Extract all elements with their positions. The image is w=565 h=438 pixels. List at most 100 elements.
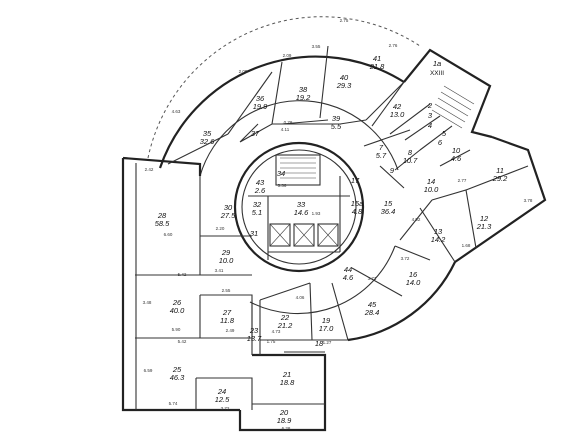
- room-area: 28.4: [364, 308, 380, 317]
- room-area: 10.0: [424, 185, 439, 194]
- room-number: 11: [496, 166, 504, 175]
- dimension-label: 1.27: [323, 340, 332, 345]
- room-number: 20: [279, 408, 289, 417]
- room-area: 4.8: [352, 207, 363, 216]
- outer-arc-wall: [158, 55, 405, 169]
- room-area: 14.2: [431, 235, 446, 244]
- core-stair-hatch: [280, 157, 316, 179]
- room-number: 43: [256, 178, 265, 187]
- room-number: 31: [250, 229, 258, 238]
- room-number: 16: [409, 270, 418, 279]
- room-number: 10: [452, 146, 461, 155]
- dimension-label: 0.78: [284, 120, 293, 125]
- room-number: 39: [332, 114, 341, 123]
- central-core-inner: [241, 149, 357, 265]
- room-number: 14: [427, 177, 435, 186]
- room-number: 24: [217, 387, 226, 396]
- room-area: 2.6: [254, 186, 266, 195]
- stair-hatch-upper: [431, 85, 475, 129]
- section-labels: XXIII: [430, 70, 444, 77]
- room-number: 15: [384, 199, 393, 208]
- elevator-3: [317, 223, 339, 247]
- room-area: 5.5: [331, 122, 342, 131]
- dimension-label: 3.48: [143, 300, 152, 305]
- room-number: 34: [277, 169, 285, 178]
- room-number: 38: [299, 85, 308, 94]
- dimension-label: 5.42: [178, 272, 187, 277]
- room-number: 23: [249, 326, 259, 335]
- dimension-label: 3.72: [221, 406, 230, 411]
- dimension-label: 5.36: [278, 183, 287, 188]
- room-area: 21.3: [476, 222, 492, 231]
- room-number: 7: [379, 143, 384, 152]
- room-number: 18: [315, 339, 324, 348]
- room-area: 29.2: [492, 174, 508, 183]
- dimension-label: 1.93: [312, 211, 321, 216]
- dimension-label: 3.72: [401, 256, 410, 261]
- dimension-label: 2.20: [216, 226, 225, 231]
- elevator-crosses: [269, 223, 339, 247]
- room-area: 14.6: [294, 208, 309, 217]
- room-number: 19: [322, 316, 331, 325]
- room-area: 4.6: [343, 273, 354, 282]
- room-area: 58.5: [155, 219, 170, 228]
- dimension-label: 2.75: [340, 18, 349, 23]
- room-area: 32.6: [200, 137, 215, 146]
- dimension-label: 6.59: [144, 368, 153, 373]
- dimension-label: 2.55: [222, 288, 231, 293]
- dimension-labels: 2.422.052.093.552.752.764.634.110.785.36…: [143, 18, 533, 431]
- room-area: 27.5: [220, 211, 236, 220]
- room-area: 29.3: [336, 81, 352, 90]
- dimension-label: 1.75: [267, 339, 276, 344]
- room-area: 14.0: [406, 278, 421, 287]
- dimension-label: 4.06: [296, 295, 305, 300]
- upper-right-walls: [403, 48, 493, 139]
- dimension-label: 6.60: [164, 232, 173, 237]
- room-number: 44: [344, 265, 352, 274]
- room-area: 40.0: [170, 306, 185, 315]
- inner-ring-wall: [199, 100, 399, 177]
- dimension-label: 3.41: [215, 268, 224, 273]
- room-number: 42: [393, 102, 402, 111]
- room-number: 27: [222, 308, 232, 317]
- right-lower-partitions: [331, 165, 529, 341]
- dimension-label: 5.74: [169, 401, 178, 406]
- room-area: 18.9: [277, 416, 292, 425]
- room-number: 32: [253, 200, 262, 209]
- room-number: 5: [442, 129, 447, 138]
- room-number: 17: [351, 176, 360, 185]
- room-number: 15a: [351, 199, 364, 208]
- room-number: 45: [368, 300, 377, 309]
- room-number: 28: [157, 211, 167, 220]
- top-radial-dividers: [167, 45, 405, 165]
- elevator-2: [293, 223, 315, 247]
- left-wing-partitions: [135, 163, 253, 410]
- right-lower-walls: [347, 135, 547, 342]
- room-number: 13: [434, 227, 443, 236]
- room-area: 19.2: [296, 93, 311, 102]
- room-area: 21.2: [277, 321, 293, 330]
- room-area: 10.7: [403, 156, 418, 165]
- room-number: 26: [172, 298, 182, 307]
- dimension-label: 4.92: [412, 217, 421, 222]
- room-number: 12: [480, 214, 489, 223]
- dimension-label: 2.09: [283, 53, 292, 58]
- room-number: 30: [224, 203, 233, 212]
- inner-ring-wall-lower: [249, 245, 396, 315]
- room-area: 5.1: [252, 208, 262, 217]
- elevator-1: [269, 223, 291, 247]
- room-area: 13.7: [247, 334, 262, 343]
- room-number: 41: [373, 54, 381, 63]
- room-number: 8: [408, 148, 413, 157]
- dimension-label: 5.90: [172, 327, 181, 332]
- dimension-label: 6.28: [282, 426, 291, 431]
- core-stair: [275, 154, 321, 186]
- room-area: 11.8: [220, 316, 235, 325]
- dimension-label: 4.73: [272, 329, 281, 334]
- bottom-block-walls: [238, 353, 327, 432]
- dimension-label: 5.42: [178, 339, 187, 344]
- dimension-label: 2.05: [239, 69, 248, 74]
- dimension-label: 1.68: [462, 243, 471, 248]
